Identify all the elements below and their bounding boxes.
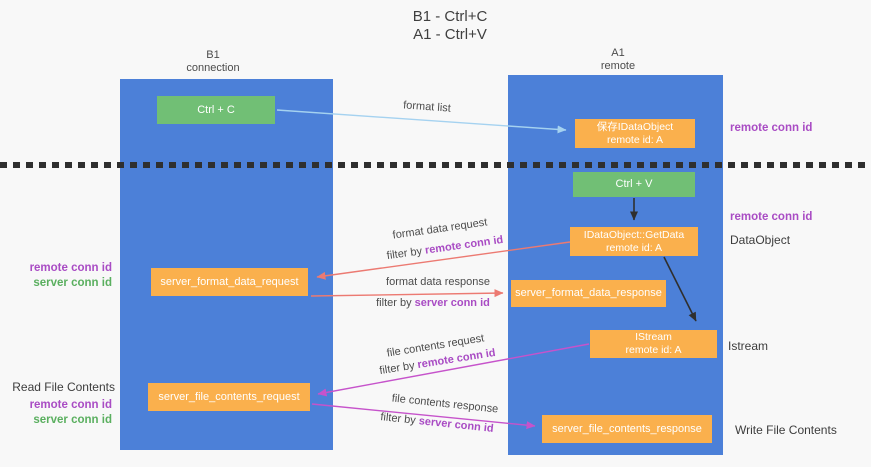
arrow-file-contents-request	[317, 343, 590, 397]
save-dataobject-line1: 保存IDataObject	[596, 120, 674, 133]
ctrl-c-box: Ctrl + C	[157, 96, 275, 124]
title-line-2: A1 - Ctrl+V	[413, 26, 487, 43]
server-conn-id-highlight: server conn id	[414, 297, 490, 309]
dashed-divider	[0, 162, 871, 168]
getdata-box: IDataObject::GetData remote id: A	[570, 227, 698, 256]
server-file-contents-request-box: server_file_contents_request	[148, 383, 310, 411]
save-dataobject-line2: remote id: A	[606, 133, 664, 146]
write-file-contents-label: Write File Contents	[735, 423, 837, 437]
lane-header-b1: B1 connection	[133, 49, 293, 75]
server-format-data-request-box: server_format_data_request	[151, 268, 308, 296]
dataobject-label: DataObject	[730, 233, 791, 247]
lane-b1-subtitle: connection	[186, 62, 240, 74]
title-line-1: B1 - Ctrl+C	[412, 8, 488, 25]
server-conn-id-label-left-top: server conn id	[33, 277, 112, 289]
remote-conn-id-label-right-top: remote conn id	[730, 122, 813, 134]
diagram-title: B1 - Ctrl+C A1 - Ctrl+V	[300, 8, 600, 44]
lane-a1-subtitle: remote	[600, 60, 636, 72]
arrow-format-data-request	[316, 241, 571, 280]
getdata-line2: remote id: A	[605, 241, 663, 254]
left-conn-id-block-top: remote conn id server conn id	[10, 261, 112, 291]
remote-conn-id-label-left-top: remote conn id	[29, 262, 112, 274]
server-conn-id-label-left-bottom: server conn id	[33, 414, 112, 426]
arrow-format-data-response	[310, 289, 504, 298]
remote-conn-id-label-right-mid: remote conn id	[730, 211, 813, 223]
server-format-data-request-label: server_format_data_request	[160, 275, 299, 288]
istream-line2: remote id: A	[625, 344, 682, 356]
getdata-line1: IDataObject::GetData	[583, 228, 685, 241]
server-file-contents-response-box: server_file_contents_response	[542, 415, 712, 443]
lane-b1-title: B1	[206, 49, 220, 61]
save-dataobject-box: 保存IDataObject remote id: A	[575, 119, 695, 148]
server-format-data-response-box: server_format_data_response	[511, 280, 666, 307]
istream-box: IStream remote id: A	[590, 330, 717, 358]
filter-by-text: filter by	[376, 297, 412, 309]
ctrl-v-label: Ctrl + V	[615, 178, 653, 190]
left-conn-id-block-bottom: remote conn id server conn id	[10, 398, 112, 428]
server-format-data-response-label: server_format_data_response	[515, 287, 662, 299]
remote-conn-id-label-left-bottom: remote conn id	[29, 399, 112, 411]
arrow-format-list	[276, 109, 567, 134]
arrow-getdata-to-istream	[663, 256, 697, 322]
read-file-contents-label: Read File Contents	[12, 380, 115, 394]
istream-line1: IStream	[635, 331, 672, 343]
ctrl-c-label: Ctrl + C	[197, 103, 235, 116]
lane-a1-title: A1	[611, 47, 625, 59]
server-file-contents-response-label: server_file_contents_response	[552, 422, 702, 435]
format-data-response-label: format data response	[386, 276, 490, 288]
lane-header-a1: A1 remote	[538, 47, 698, 73]
server-file-contents-request-label: server_file_contents_request	[158, 390, 300, 403]
arrow-file-contents-response	[311, 403, 536, 430]
ctrl-v-box: Ctrl + V	[573, 172, 695, 197]
format-data-response-filter-label: filter by server conn id	[373, 297, 493, 309]
istream-side-label: Istream	[728, 339, 769, 353]
